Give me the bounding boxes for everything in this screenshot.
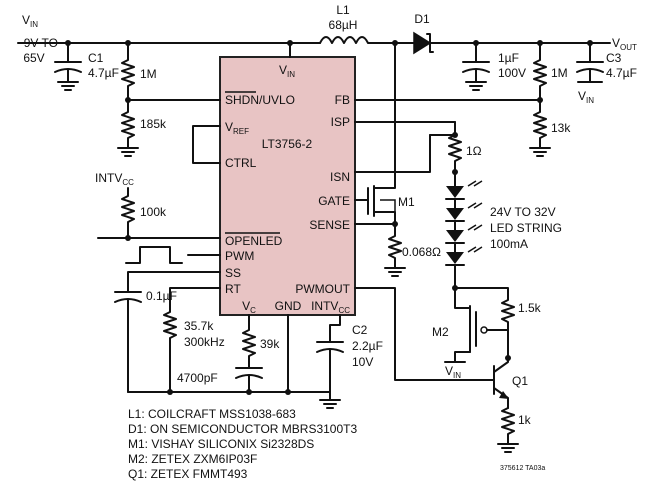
bom-line-d1: D1: ON SEMICONDUCTOR MBRS3100T3 — [128, 422, 357, 436]
wire-pwmout — [354, 287, 495, 381]
m1-label: M1 — [398, 195, 415, 209]
q1-label: Q1 — [512, 374, 528, 388]
r-357k-label-2: 300kHz — [184, 335, 225, 349]
node-openled — [125, 235, 131, 241]
c2-name: C2 — [352, 323, 368, 337]
c3-value: 4.7µF — [606, 66, 637, 80]
c1u-value-1: 1µF — [498, 51, 519, 65]
resistor-1k5 — [454, 287, 515, 331]
resistor-1ohm — [448, 121, 462, 173]
led-string — [445, 171, 483, 289]
bom-line-m1: M1: VISHAY SILICONIX Si2328DS — [128, 437, 314, 451]
pin-rt: RT — [225, 282, 241, 296]
node-sense — [392, 221, 398, 227]
r-1k-label: 1k — [518, 413, 532, 427]
inductor-l1 — [319, 36, 396, 44]
wire-vref-ctrl — [192, 125, 221, 164]
r-185k-label: 185k — [140, 117, 167, 131]
c1-name: C1 — [88, 51, 104, 65]
pin-sense: SENSE — [309, 218, 350, 232]
l1-value: 68µH — [329, 18, 358, 32]
bom-line-l1: L1: COILCRAFT MSS1038-683 — [128, 407, 296, 421]
pin-fb: FB — [335, 93, 350, 107]
vin-m2-label: VIN — [445, 364, 461, 380]
pwm-pulse-symbol — [125, 246, 183, 264]
resistor-1m-and-185k — [121, 42, 135, 149]
d1-name: D1 — [414, 12, 430, 26]
transistor-q1 — [493, 357, 509, 409]
pin-isn: ISN — [330, 170, 350, 184]
vin-main-label: VIN — [22, 13, 38, 29]
pin-pwmout: PWMOUT — [295, 282, 350, 296]
ic-body — [219, 56, 356, 316]
resistor-39k — [242, 314, 256, 369]
pin-gnd: GND — [275, 299, 302, 313]
r-1m-left-label: 1M — [140, 67, 157, 81]
pin-pwm: PWM — [225, 249, 254, 263]
wire-intvcc-c2 — [329, 314, 341, 343]
wire-isn — [354, 134, 431, 173]
c-4700p-label: 4700pF — [177, 371, 218, 385]
pin-openled: OPENLED — [225, 234, 283, 248]
intvcc-label: INTVCC — [95, 171, 134, 187]
resistor-35k7 — [163, 287, 221, 393]
r-15k-label: 1.5k — [518, 301, 542, 315]
led-label-1: 24V TO 32V — [490, 205, 556, 219]
r-100k-label: 100k — [140, 205, 167, 219]
capacitor-c1 — [54, 42, 82, 91]
c1-value: 4.7µF — [88, 66, 119, 80]
node-gnd-1 — [167, 389, 173, 395]
led-label-2: LED STRING — [490, 221, 562, 235]
ic-part-number: LT3756-2 — [262, 137, 313, 151]
resistor-1k — [501, 407, 515, 445]
pin-ss: SS — [225, 266, 241, 280]
c3-name: C3 — [606, 51, 622, 65]
c2-value-1: 2.2µF — [352, 339, 383, 353]
vout-label: VOUT — [612, 36, 637, 52]
m2-label: M2 — [432, 325, 449, 339]
r-1ohm-label: 1Ω — [466, 144, 482, 158]
r-39k-label: 39k — [260, 337, 280, 351]
pin-shdn-uvlo: SHDN/UVLO — [225, 93, 295, 107]
led-label-3: 100mA — [490, 237, 528, 251]
c2-value-2: 10V — [352, 355, 373, 369]
wire-ss — [127, 271, 221, 293]
vin-right-label: VIN — [578, 89, 594, 105]
pin-isp: ISP — [331, 115, 350, 129]
diode-d1 — [394, 31, 434, 55]
resistor-100k — [121, 187, 135, 239]
pin-gate: GATE — [318, 194, 350, 208]
node-vin-ic — [287, 40, 293, 46]
l1-name: L1 — [336, 3, 350, 17]
c-01u-label: 0.1µF — [146, 289, 177, 303]
resistor-1m-right-and-13k — [533, 42, 547, 149]
c1u-value-2: 100V — [498, 66, 526, 80]
mosfet-m1 — [354, 184, 396, 225]
node-gnd-3 — [285, 389, 291, 395]
r-13k-label: 13k — [551, 121, 571, 135]
r-357k-label-1: 35.7k — [184, 319, 214, 333]
mosfet-m2 — [454, 287, 509, 363]
resistor-0068 — [354, 223, 402, 269]
vin-range-2: 65V — [23, 51, 44, 65]
node-q1-collector — [505, 355, 511, 361]
r-0068-label: 0.068Ω — [402, 245, 441, 259]
drawing-id: 375612 TA03a — [500, 465, 545, 472]
node-gnd-2 — [246, 389, 252, 395]
bom-line-q1: Q1: ZETEX FMMT493 — [128, 467, 248, 481]
pin-ctrl: CTRL — [225, 156, 257, 170]
wire-isp — [354, 121, 456, 136]
r-1m-right-label: 1M — [551, 66, 568, 80]
bom-line-m2: M2: ZETEX ZXM6IP03F — [128, 452, 257, 466]
vin-range-1: 9V TO — [24, 36, 58, 50]
